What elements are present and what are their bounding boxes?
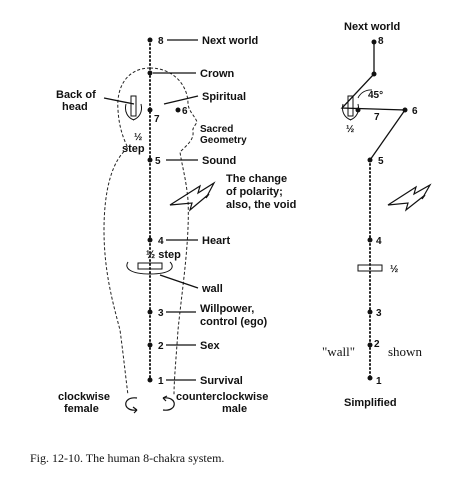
- leader-spiritual: [163, 95, 199, 105]
- label-sacred-1: Sacred: [200, 124, 233, 135]
- label-spiritual: Spiritual: [202, 91, 246, 103]
- simplified-path: [340, 42, 407, 161]
- chakra-num-3: 3: [158, 308, 164, 319]
- simplified-angle: 45°: [368, 90, 383, 101]
- simplified-wall-shown-a: "wall": [322, 344, 355, 359]
- body-silhouette: [103, 67, 198, 396]
- chakra-node-2: [147, 342, 153, 348]
- label-half-step-top-2: step: [122, 143, 145, 155]
- lightning-bolt-left: [169, 181, 216, 212]
- label-clockwise-1: clockwise: [58, 391, 110, 403]
- label-next-world: Next world: [202, 35, 258, 47]
- label-clockwise-2: female: [64, 403, 99, 415]
- simplified-num-8: 8: [378, 36, 384, 47]
- chakra-num-5: 5: [155, 156, 161, 167]
- simplified-num-1: 1: [376, 376, 382, 387]
- chakra-node-5: [147, 157, 153, 163]
- label-willpower-1: Willpower,: [200, 303, 254, 315]
- figure-caption: Fig. 12-10. The human 8-chakra system.: [30, 451, 224, 465]
- simplified-wall-marker: [357, 264, 383, 272]
- chakra-node-6: [175, 107, 181, 113]
- right-figure: Next world 8 45° 7 6 ½ 5 4 ½ 3 "wall" 2 …: [322, 21, 432, 409]
- simplified-num-2: 2: [374, 339, 380, 350]
- simplified-half-step-top: [342, 89, 373, 121]
- label-counterclockwise-1: counterclockwise: [176, 391, 268, 403]
- label-polarity-1: The change: [226, 173, 287, 185]
- simplified-node-1: [367, 375, 373, 381]
- simplified-node-4: [367, 237, 373, 243]
- chakra-num-2: 2: [158, 341, 164, 352]
- simplified-node-crown: [371, 71, 377, 77]
- simplified-label: Simplified: [344, 397, 397, 409]
- chakra-num-6: 6: [182, 106, 188, 117]
- label-survival: Survival: [200, 375, 243, 387]
- label-wall: wall: [201, 283, 223, 295]
- chakra-node-3: [147, 309, 153, 315]
- spin-arrows: [125, 395, 175, 414]
- simplified-node-8: [371, 39, 377, 45]
- label-back-of-head-2: head: [62, 101, 88, 113]
- label-polarity-2: of polarity;: [226, 186, 283, 198]
- label-crown: Crown: [200, 68, 235, 80]
- simplified-num-4: 4: [376, 236, 382, 247]
- simplified-num-6: 6: [412, 106, 418, 117]
- label-half-step-mid: ½ step: [146, 249, 181, 261]
- crown-node: [147, 70, 153, 76]
- simplified-half-mid: ½: [390, 264, 398, 275]
- simplified-label-next-world: Next world: [344, 21, 400, 33]
- chakra-node-4: [147, 237, 153, 243]
- left-figure: 8 7 6 5 4 3 2 1: [56, 35, 296, 415]
- half-step-marker-mid: [126, 261, 173, 275]
- label-half-step-top-1: ½: [134, 132, 142, 143]
- label-back-of-head-1: Back of: [56, 89, 96, 101]
- label-sacred-2: Geometry: [200, 135, 247, 146]
- label-sound: Sound: [202, 155, 236, 167]
- simplified-num-7: 7: [374, 112, 380, 123]
- chakra-node-7: [147, 107, 153, 113]
- simplified-node-2: [367, 342, 373, 348]
- chakra-num-7: 7: [154, 114, 160, 125]
- simplified-wall-shown-b: shown: [388, 344, 422, 359]
- simplified-num-3: 3: [376, 308, 382, 319]
- half-step-marker-top: [125, 95, 142, 121]
- label-counterclockwise-2: male: [222, 403, 247, 415]
- chakra-node-1: [147, 377, 153, 383]
- chakra-num-8: 8: [158, 36, 164, 47]
- chakra-num-1: 1: [158, 376, 164, 387]
- label-polarity-3: also, the void: [226, 199, 296, 211]
- chakra-node-8: [147, 37, 153, 43]
- simplified-node-5: [367, 157, 373, 163]
- leader-wall: [159, 274, 199, 289]
- label-willpower-2: control (ego): [200, 316, 268, 328]
- chakra-num-4: 4: [158, 236, 164, 247]
- simplified-node-3: [367, 309, 373, 315]
- label-heart: Heart: [202, 235, 230, 247]
- leader-back-of-head: [103, 97, 135, 105]
- label-sex: Sex: [200, 340, 220, 352]
- simplified-node-6: [402, 107, 408, 113]
- lightning-bolt-right: [387, 183, 432, 212]
- simplified-num-5: 5: [378, 156, 384, 167]
- simplified-half-top: ½: [346, 124, 354, 135]
